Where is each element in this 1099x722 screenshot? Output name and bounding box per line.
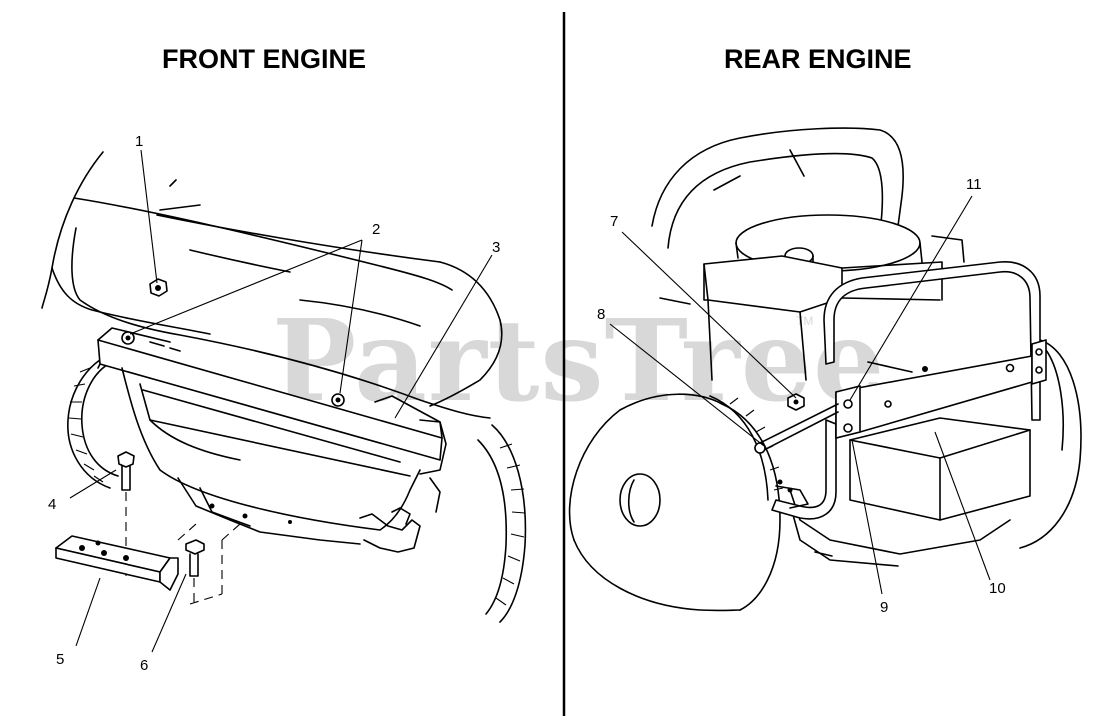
rear-right-wheel — [1019, 339, 1082, 549]
front-engine-drawing — [41, 149, 527, 653]
callout-10[interactable]: 10 — [989, 580, 1006, 597]
callout-4[interactable]: 4 — [48, 496, 57, 513]
front-leader-lines — [69, 149, 493, 653]
callout-9[interactable]: 9 — [880, 599, 889, 616]
bumper-bar — [97, 327, 443, 461]
watermark: PartsTree — [272, 296, 886, 427]
front-right-tire — [477, 424, 527, 623]
callout-6[interactable]: 6 — [140, 657, 149, 674]
rear-bumper-frame — [771, 261, 1041, 520]
callout-1[interactable]: 1 — [135, 133, 144, 150]
callout-5[interactable]: 5 — [56, 651, 65, 668]
callout-8[interactable]: 8 — [597, 306, 606, 323]
rear-engine-title: REAR ENGINE — [724, 44, 912, 74]
rear-engine-drawing — [568, 127, 1082, 612]
callout-7[interactable]: 7 — [610, 213, 619, 230]
hitch-rod — [754, 393, 839, 454]
front-engine-title: FRONT ENGINE — [162, 44, 367, 74]
callout-2[interactable]: 2 — [372, 221, 381, 238]
front-frame — [177, 419, 447, 553]
rear-leader-lines — [609, 195, 991, 595]
bolt-1 — [149, 278, 168, 297]
callout-3[interactable]: 3 — [492, 239, 501, 256]
callout-11[interactable]: 11 — [966, 176, 982, 193]
front-left-tire — [67, 349, 129, 489]
hood — [41, 151, 503, 419]
engine — [659, 214, 965, 381]
front-shroud — [121, 367, 421, 531]
part-4-bolt — [117, 451, 135, 580]
part-5-bracket — [55, 535, 179, 591]
seat — [651, 127, 904, 249]
part-6-bolt — [177, 523, 241, 605]
rear-mount-plate — [835, 339, 1047, 439]
rear-left-wheel — [568, 393, 784, 612]
